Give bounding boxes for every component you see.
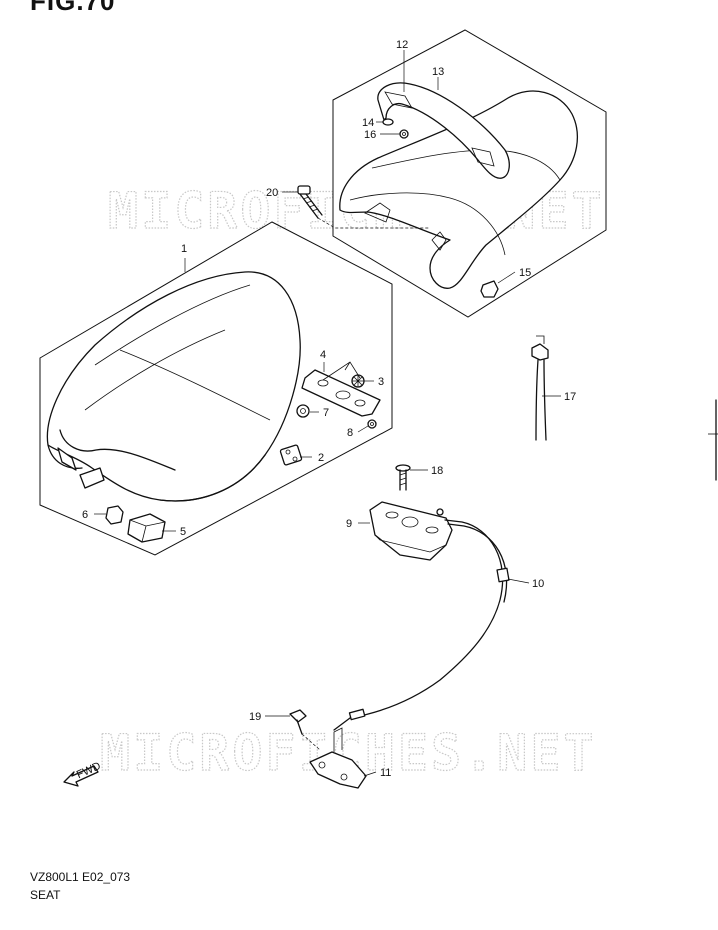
part-cushion-6[interactable] [105, 505, 124, 525]
fwd-direction-arrow: FWD [63, 760, 103, 787]
part-cushion-15[interactable] [480, 280, 499, 298]
part-bolt-20[interactable] [297, 185, 430, 229]
rear-seat-group-frame [332, 29, 607, 318]
callout-2: 2 [318, 452, 324, 464]
leader-lines [94, 50, 561, 777]
svg-text:FWD: FWD [75, 760, 103, 781]
callout-4: 4 [320, 349, 326, 361]
callout-3: 3 [378, 376, 384, 388]
part-grab-rail-13[interactable] [377, 82, 510, 179]
part-cable-10[interactable] [333, 519, 510, 731]
callout-11: 11 [380, 767, 391, 779]
figure-number: FIG.70 [30, 0, 116, 16]
part-bracket-11[interactable] [309, 727, 367, 789]
callout-10: 10 [532, 578, 544, 590]
callout-1: 1 [181, 243, 187, 255]
callout-19: 19 [249, 711, 261, 723]
part-screw-18[interactable] [395, 464, 411, 491]
callout-9: 9 [346, 518, 352, 530]
part-washer-8[interactable] [367, 419, 377, 429]
callout-18: 18 [431, 465, 443, 477]
callout-5: 5 [180, 526, 186, 538]
callout-labels: 1 2 3 4 5 6 7 8 9 10 11 12 13 14 15 16 1… [82, 39, 576, 779]
part-nut-16[interactable] [399, 129, 409, 139]
part-nut-7[interactable] [296, 404, 310, 418]
part-grommet-3[interactable] [351, 374, 365, 388]
callout-16: 16 [364, 129, 376, 141]
part-front-seat[interactable] [46, 271, 301, 502]
callout-13: 13 [432, 66, 444, 78]
part-washer-14[interactable] [382, 118, 394, 126]
callout-8: 8 [347, 427, 353, 439]
part-band-17[interactable] [531, 335, 549, 441]
part-bracket-plate-4[interactable] [301, 361, 381, 417]
front-seat-group-frame [39, 221, 393, 556]
diagram-code: VZ800L1 E02_073 [30, 870, 131, 884]
part-clip-2[interactable] [279, 444, 303, 466]
page-edge-marks [708, 399, 718, 481]
callout-6: 6 [82, 509, 88, 521]
callout-12: 12 [396, 39, 408, 51]
part-clip-19[interactable] [289, 709, 321, 751]
callout-15: 15 [519, 267, 531, 279]
part-seat-lock-9[interactable] [369, 501, 453, 561]
diagram-title: SEAT [30, 888, 61, 902]
callout-14: 14 [362, 117, 374, 129]
callout-7: 7 [323, 407, 329, 419]
callout-20: 20 [266, 187, 278, 199]
callout-17: 17 [564, 391, 576, 403]
part-cushion-5[interactable] [127, 513, 166, 543]
